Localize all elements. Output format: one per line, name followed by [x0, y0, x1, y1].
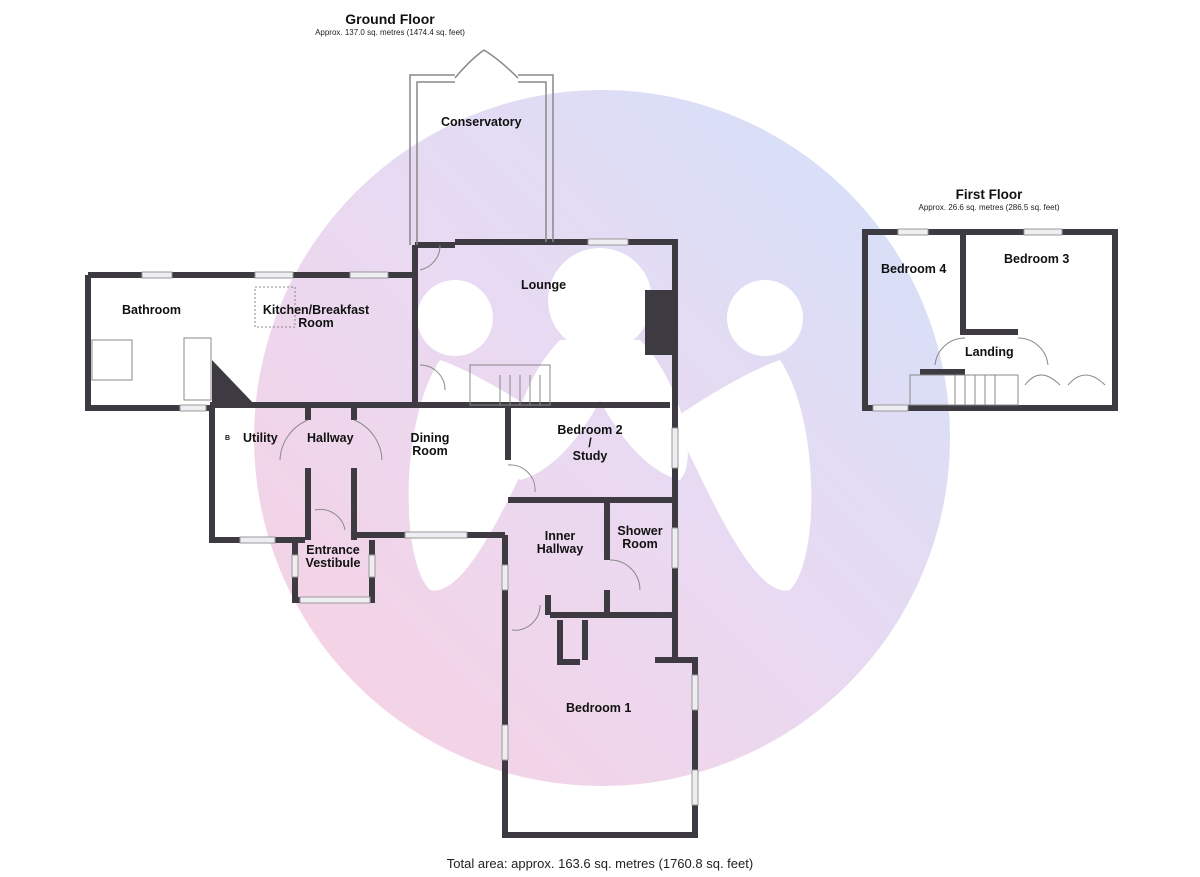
- room-dining: Dining Room: [405, 432, 455, 458]
- room-landing: Landing: [965, 345, 1014, 359]
- ground-floor-area: Approx. 137.0 sq. metres (1474.4 sq. fee…: [315, 28, 465, 37]
- room-bedroom-4: Bedroom 4: [881, 262, 947, 276]
- conservatory-outline: [409, 49, 554, 245]
- room-shower: Shower Room: [612, 525, 668, 551]
- room-shower-line1: Shower: [617, 524, 663, 538]
- room-inner-hallway-line1: Inner: [544, 529, 576, 543]
- total-area: Total area: approx. 163.6 sq. metres (17…: [446, 856, 754, 871]
- appliance-boiler-label: B: [225, 435, 231, 442]
- room-inner-hallway-line2: Hallway: [536, 542, 584, 556]
- room-shower-line2: Room: [622, 537, 658, 551]
- room-inner-hallway: Inner Hallway: [530, 530, 590, 556]
- room-entrance-line2: Vestibule: [305, 556, 361, 570]
- room-utility: Utility: [243, 431, 278, 445]
- first-floor-title: First Floor: [955, 187, 1023, 202]
- room-bedroom2-line3: Study: [572, 449, 608, 463]
- room-conservatory: Conservatory: [441, 115, 522, 129]
- ground-floor-title: Ground Floor: [345, 11, 435, 27]
- room-bedroom2-line2: /: [588, 436, 592, 450]
- fireplace: [645, 290, 672, 355]
- first-floor-area: Approx. 26.6 sq. metres (286.5 sq. feet): [918, 203, 1060, 212]
- room-dining-line1: Dining: [410, 431, 450, 445]
- room-bedroom-3: Bedroom 3: [1004, 252, 1070, 266]
- room-lounge: Lounge: [521, 278, 567, 292]
- room-bedroom2-line1: Bedroom 2: [557, 423, 623, 437]
- room-kitchen-line2: Room: [298, 316, 334, 330]
- room-entrance-line1: Entrance: [306, 543, 360, 557]
- room-dining-line2: Room: [412, 444, 448, 458]
- room-entrance-vestibule: Entrance Vestibule: [298, 544, 368, 570]
- room-kitchen-line1: Kitchen/Breakfast: [262, 303, 370, 317]
- room-hallway: Hallway: [307, 431, 354, 445]
- room-bedroom-2-study: Bedroom 2 / Study: [550, 424, 630, 463]
- watermark-logo: [254, 90, 950, 786]
- room-kitchen: Kitchen/Breakfast Room: [258, 304, 374, 330]
- room-bedroom-1: Bedroom 1: [566, 701, 632, 715]
- room-bathroom: Bathroom: [122, 303, 182, 317]
